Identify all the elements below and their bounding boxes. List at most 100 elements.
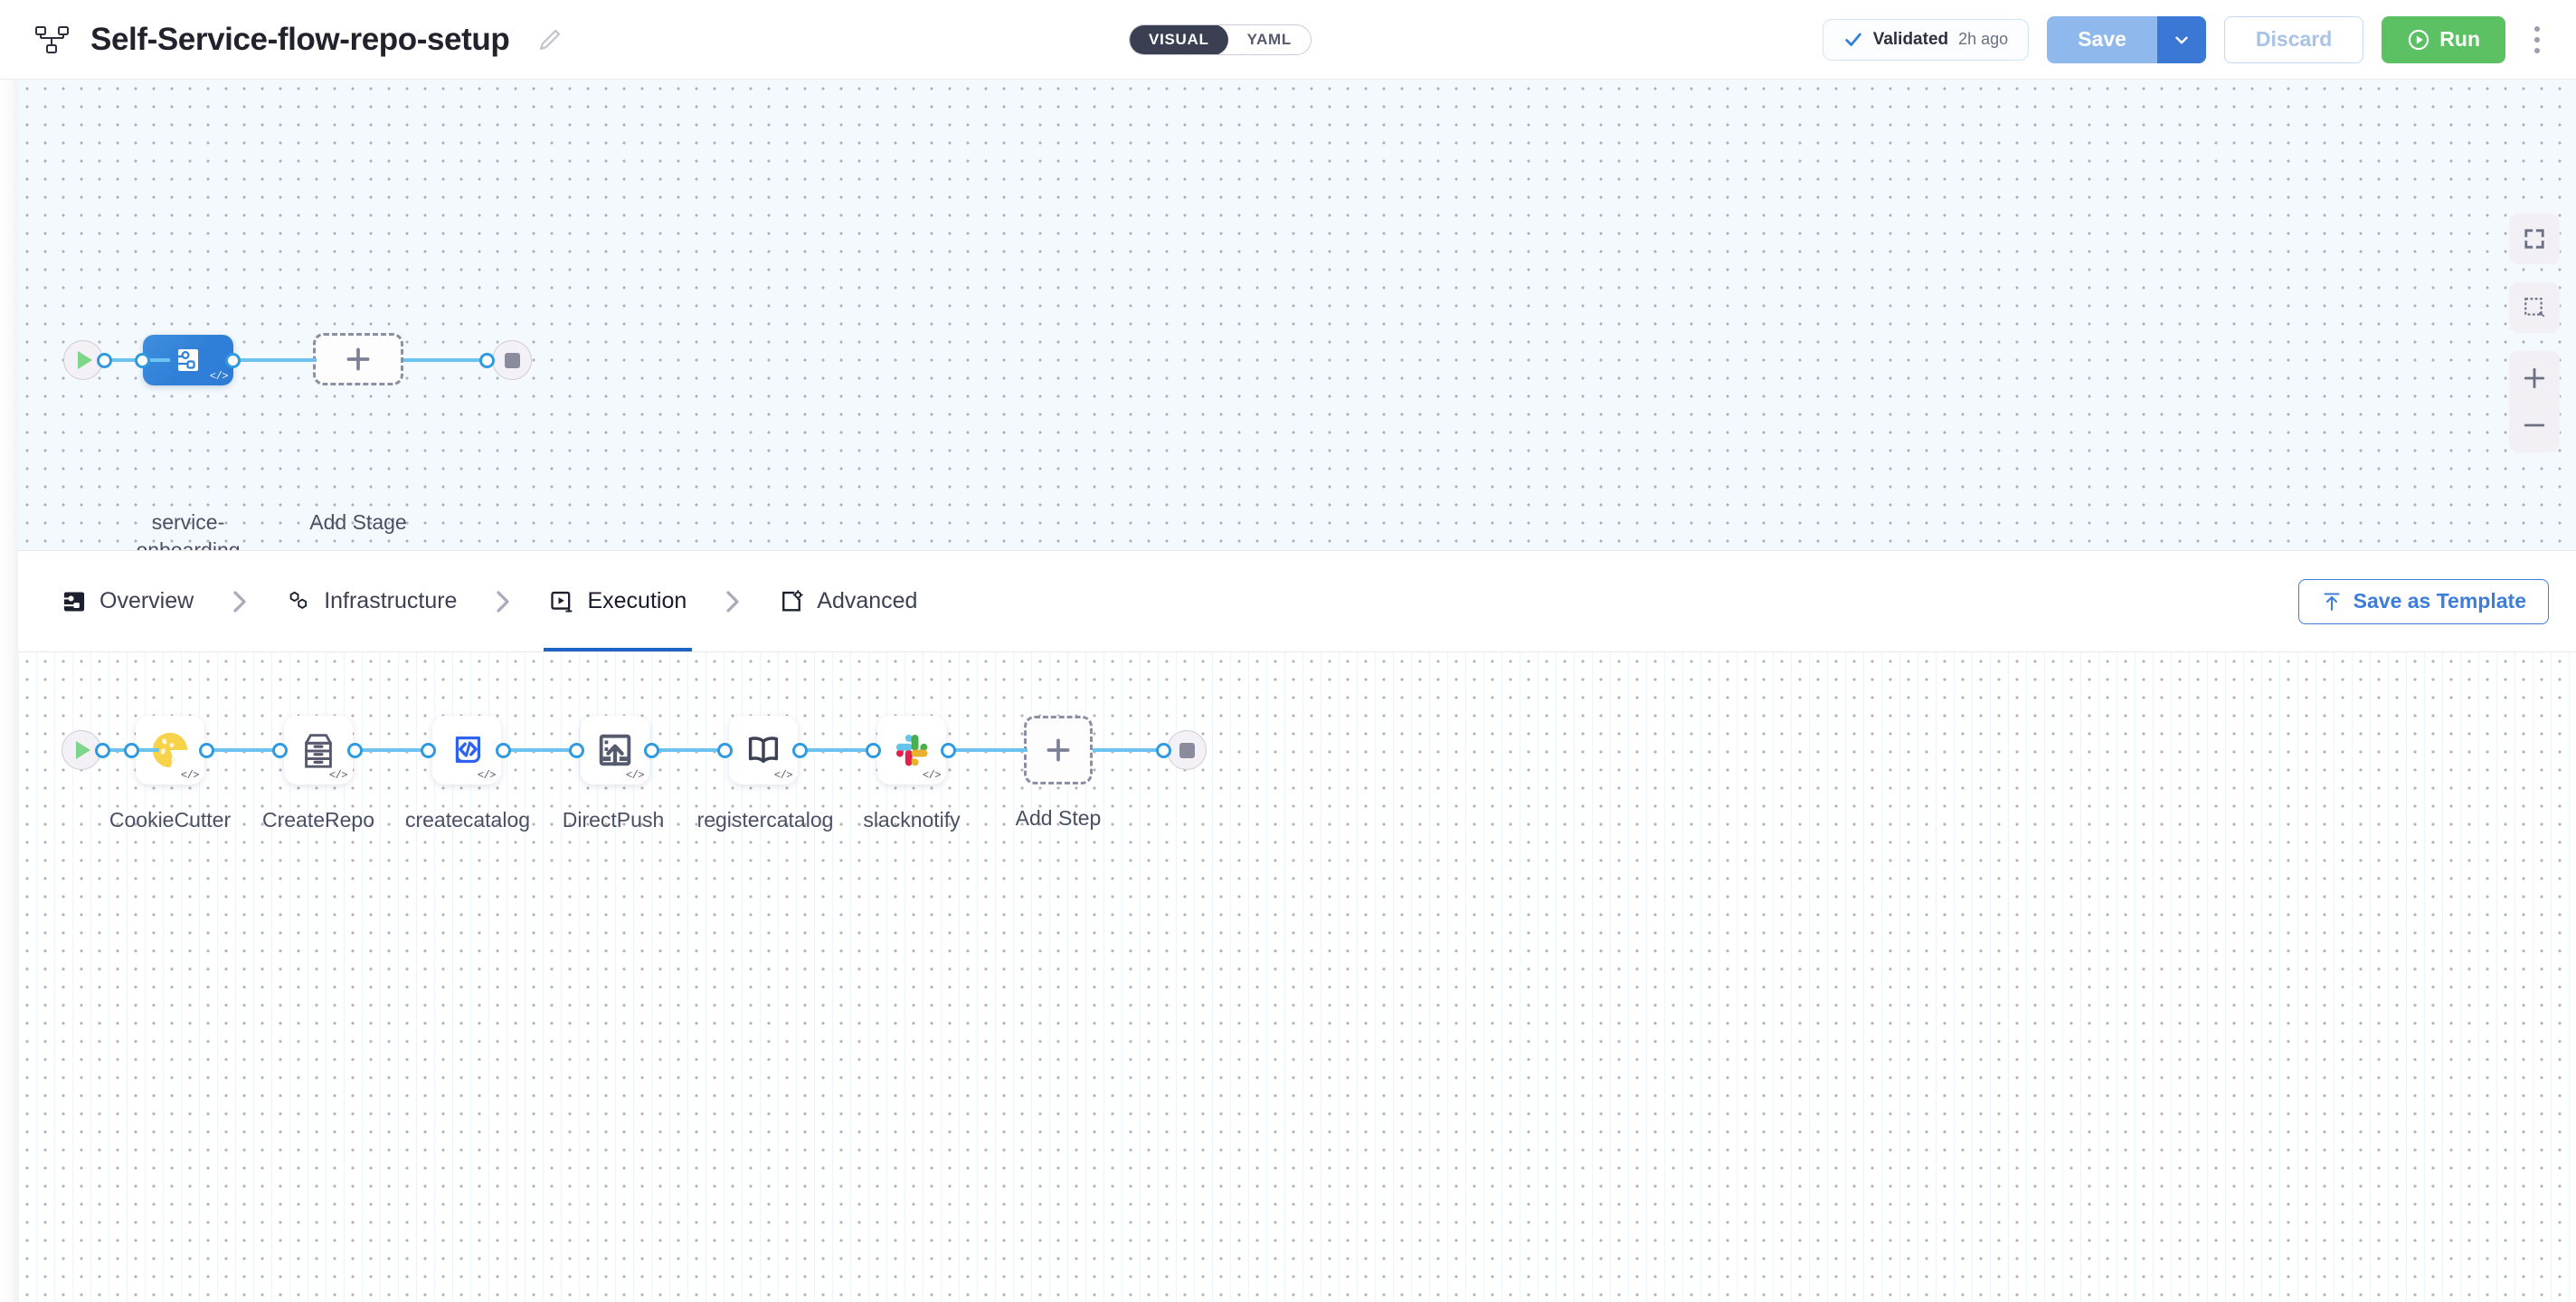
save-dropdown-button[interactable] [2157,16,2206,63]
validation-label: Validated [1873,30,1948,50]
step-input-port[interactable] [866,743,881,758]
step-output-port[interactable] [941,743,956,758]
plus-icon [343,344,374,375]
step-connector [356,748,429,752]
tab-advanced[interactable]: Advanced [773,551,923,651]
step-output-port[interactable] [199,743,214,758]
chevron-down-icon [2172,30,2192,50]
add-step-button[interactable] [1024,716,1093,784]
run-label: Run [2439,27,2480,52]
step-node-slacknotify[interactable]: </> [877,716,946,784]
tab-infrastructure[interactable]: Infrastructure [280,551,462,651]
view-mode-toggle[interactable]: VISUAL YAML [1129,24,1312,55]
step-output-port[interactable] [644,743,659,758]
run-button[interactable]: Run [2382,16,2505,63]
step-input-port[interactable] [421,743,436,758]
stage-start-port[interactable] [97,353,112,368]
fit-to-screen-button[interactable] [2509,214,2560,264]
step-code-badge: </> [181,769,199,782]
step-output-port[interactable] [496,743,511,758]
pencil-icon[interactable] [536,26,564,53]
section-tabbar: Overview Infrastructure [18,550,2576,652]
advanced-gear-icon [779,589,804,614]
step-code-badge: </> [774,769,792,782]
stage-end-node[interactable] [492,340,532,380]
execution-end-port[interactable] [1156,743,1171,758]
step-node-createrepo[interactable]: </> [284,716,353,784]
view-mode-visual[interactable]: VISUAL [1130,24,1228,55]
execution-canvas[interactable]: </> CookieCutter </> [18,652,2576,1302]
step-connector [950,748,1028,752]
tab-label: Overview [99,588,194,614]
zoom-in-button[interactable] [2509,355,2560,402]
end-terminal [492,340,532,380]
page-title: Self-Service-flow-repo-setup [90,22,509,58]
step-node-box[interactable]: </> [581,716,649,784]
tab-execution[interactable]: Execution [544,551,692,651]
step-node-label: registercatalog [675,806,856,834]
stage-end-port[interactable] [479,353,495,368]
step-node-registercatalog[interactable]: </> [729,716,798,784]
step-node-directpush[interactable]: </> [581,716,649,784]
step-node-label: createcatalog [391,806,545,834]
step-node-label: CreateRepo [246,806,391,834]
save-as-template-button[interactable]: Save as Template [2298,579,2549,624]
code-document-icon [446,729,488,771]
plus-icon [1043,735,1074,765]
upload-push-icon [594,729,636,771]
stage-flow-row: </> service- onboarding Add Stage [18,80,2576,550]
play-circle-icon [2407,28,2430,52]
plus-icon [2523,366,2546,390]
zoom-out-button[interactable] [2509,402,2560,449]
stage-connector [403,358,487,362]
step-node-box[interactable]: </> [432,716,501,784]
pipeline-nodes-icon [34,24,71,55]
step-code-badge: </> [329,769,347,782]
execution-end-node[interactable] [1167,730,1207,770]
expand-icon [2523,227,2546,251]
step-output-port[interactable] [347,743,363,758]
step-connector [208,748,280,752]
step-code-badge: </> [626,769,644,782]
end-terminal [1167,730,1207,770]
tab-overview[interactable]: Overview [56,551,199,651]
stage-flow-icon [174,346,203,375]
chevron-right-icon [723,588,743,615]
step-connector [653,748,725,752]
step-output-port[interactable] [792,743,808,758]
stage-input-port[interactable] [135,353,150,368]
kebab-dot [2534,26,2540,32]
header-left-group: Self-Service-flow-repo-setup [0,22,564,58]
step-node-box[interactable]: </> [729,716,798,784]
step-node-box[interactable]: </> [877,716,946,784]
archive-drawer-icon [298,729,339,771]
add-stage-button[interactable] [313,333,403,385]
save-button-group: Save [2047,16,2206,63]
save-button[interactable]: Save [2047,16,2157,63]
execution-icon [549,589,574,614]
step-node-box[interactable]: </> [284,716,353,784]
stage-canvas[interactable]: </> service- onboarding Add Stage [18,80,2576,550]
selection-box-button[interactable] [2509,282,2560,333]
stage-output-port[interactable] [225,353,241,368]
canvas-controls [2509,214,2560,452]
view-mode-yaml[interactable]: YAML [1228,24,1311,55]
step-input-port[interactable] [717,743,733,758]
kebab-menu-icon[interactable] [2524,19,2551,61]
play-icon [76,741,90,759]
step-input-port[interactable] [569,743,584,758]
open-book-icon [743,729,784,771]
execution-start-port[interactable] [95,743,110,758]
discard-button[interactable]: Discard [2224,16,2363,63]
step-input-port[interactable] [124,743,139,758]
tab-separator [462,588,544,615]
step-node-createcatalog[interactable]: </> [432,716,501,784]
stop-icon [1179,743,1195,758]
step-input-port[interactable] [272,743,288,758]
upload-template-icon [2321,591,2343,613]
tab-separator [692,588,773,615]
stop-icon [505,353,520,368]
kebab-dot [2534,48,2540,53]
step-node-label: DirectPush [541,806,686,834]
stage-connector [235,358,317,362]
